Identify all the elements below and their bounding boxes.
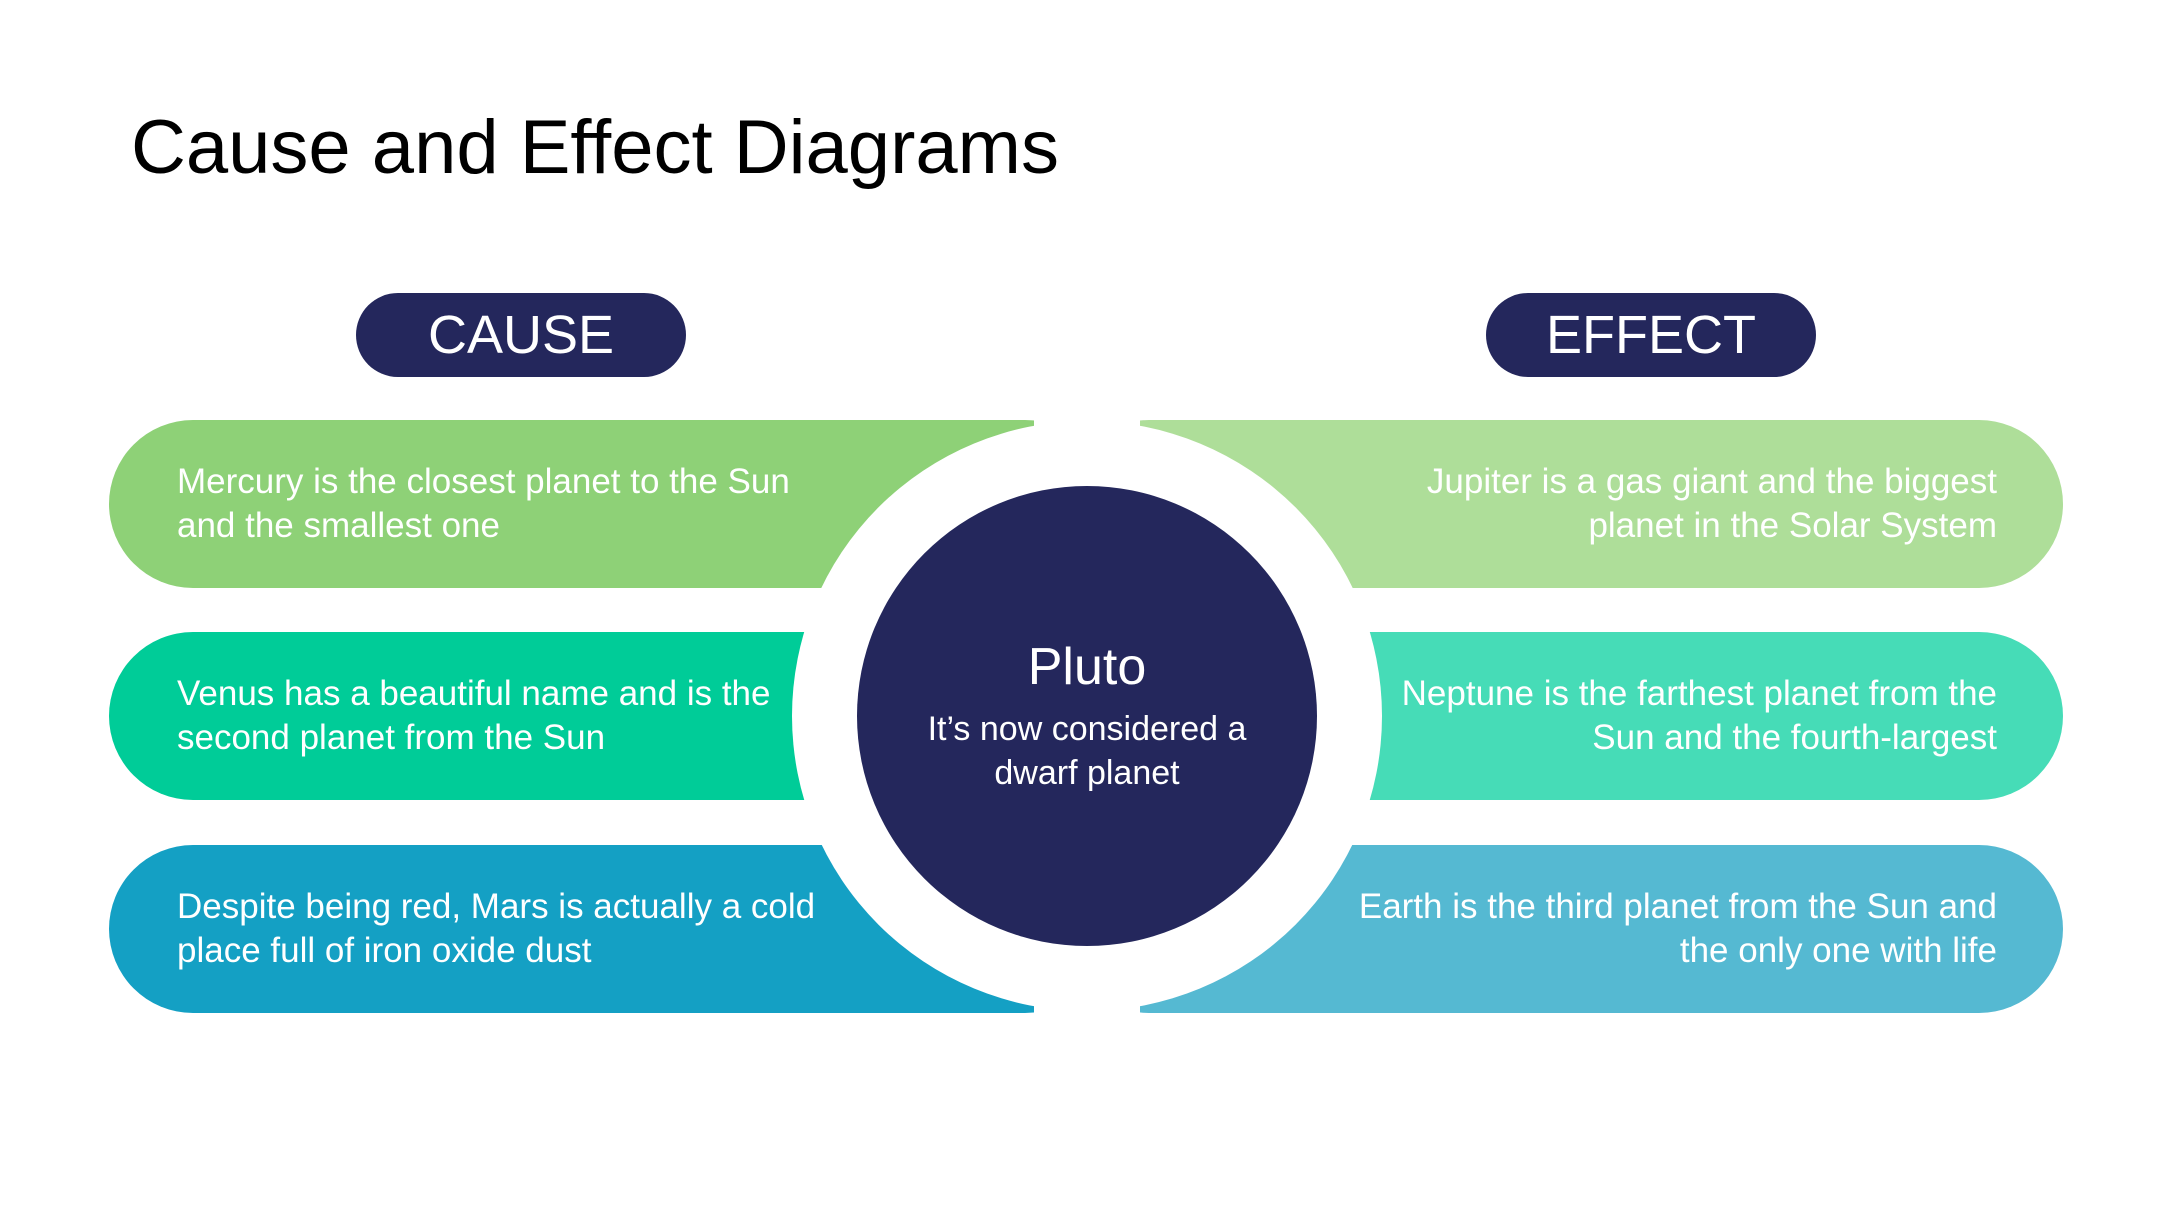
center-text: It’s now considered a dwarf planet: [927, 710, 1247, 792]
effect-bar-1: [1065, 420, 2063, 588]
center-circle: Pluto It’s now considered a dwarf planet: [857, 486, 1317, 946]
center-title: Pluto: [1027, 638, 1147, 696]
cause-item-1-text: Mercury is the closest planet to the Sun…: [177, 462, 790, 545]
cause-bar-1: [109, 420, 1109, 588]
effect-item-1-text: Jupiter is a gas giant and the biggest p…: [1426, 462, 1997, 545]
effect-bar-2: [1065, 632, 2063, 800]
effect-item-2-text: Neptune is the farthest planet from the …: [1401, 674, 1997, 757]
cause-heading: CAUSE: [356, 293, 686, 377]
slide-title: Cause and Effect Diagrams: [131, 105, 1059, 190]
effect-bar-3: [1065, 845, 2063, 1013]
cause-item-2-text: Venus has a beautiful name and is the se…: [177, 674, 771, 757]
effect-heading: EFFECT: [1486, 293, 1816, 377]
cause-bar-3: [109, 845, 1109, 1013]
effect-item-3-text: Earth is the third planet from the Sun a…: [1358, 887, 1997, 970]
cause-bar-2: [109, 632, 1109, 800]
cause-item-3-text: Despite being red, Mars is actually a co…: [177, 887, 816, 970]
